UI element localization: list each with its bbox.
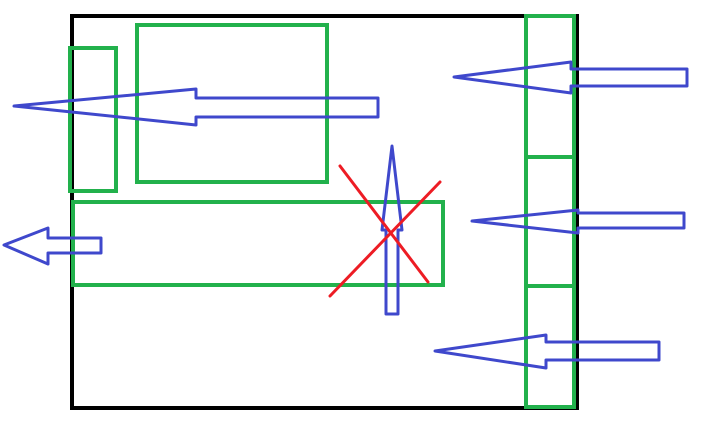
cross-stroke-1 (340, 166, 428, 282)
green-regions (70, 16, 574, 407)
blue-arrows (4, 62, 687, 368)
outer-frame (72, 16, 577, 408)
red-cross (330, 166, 440, 296)
arrow-right-in-bottom (435, 335, 659, 368)
middle-bar-region (73, 202, 443, 285)
arrow-right-in-top (454, 62, 687, 93)
arrow-left-out-middle (4, 228, 101, 264)
arrow-up-into-middle-bar (382, 146, 402, 314)
arrow-right-in-middle (472, 210, 684, 233)
left-strip-region (70, 48, 116, 191)
arrow-left-out-top (14, 89, 378, 125)
cross-stroke-2 (330, 182, 440, 296)
top-panel-region (137, 25, 327, 182)
